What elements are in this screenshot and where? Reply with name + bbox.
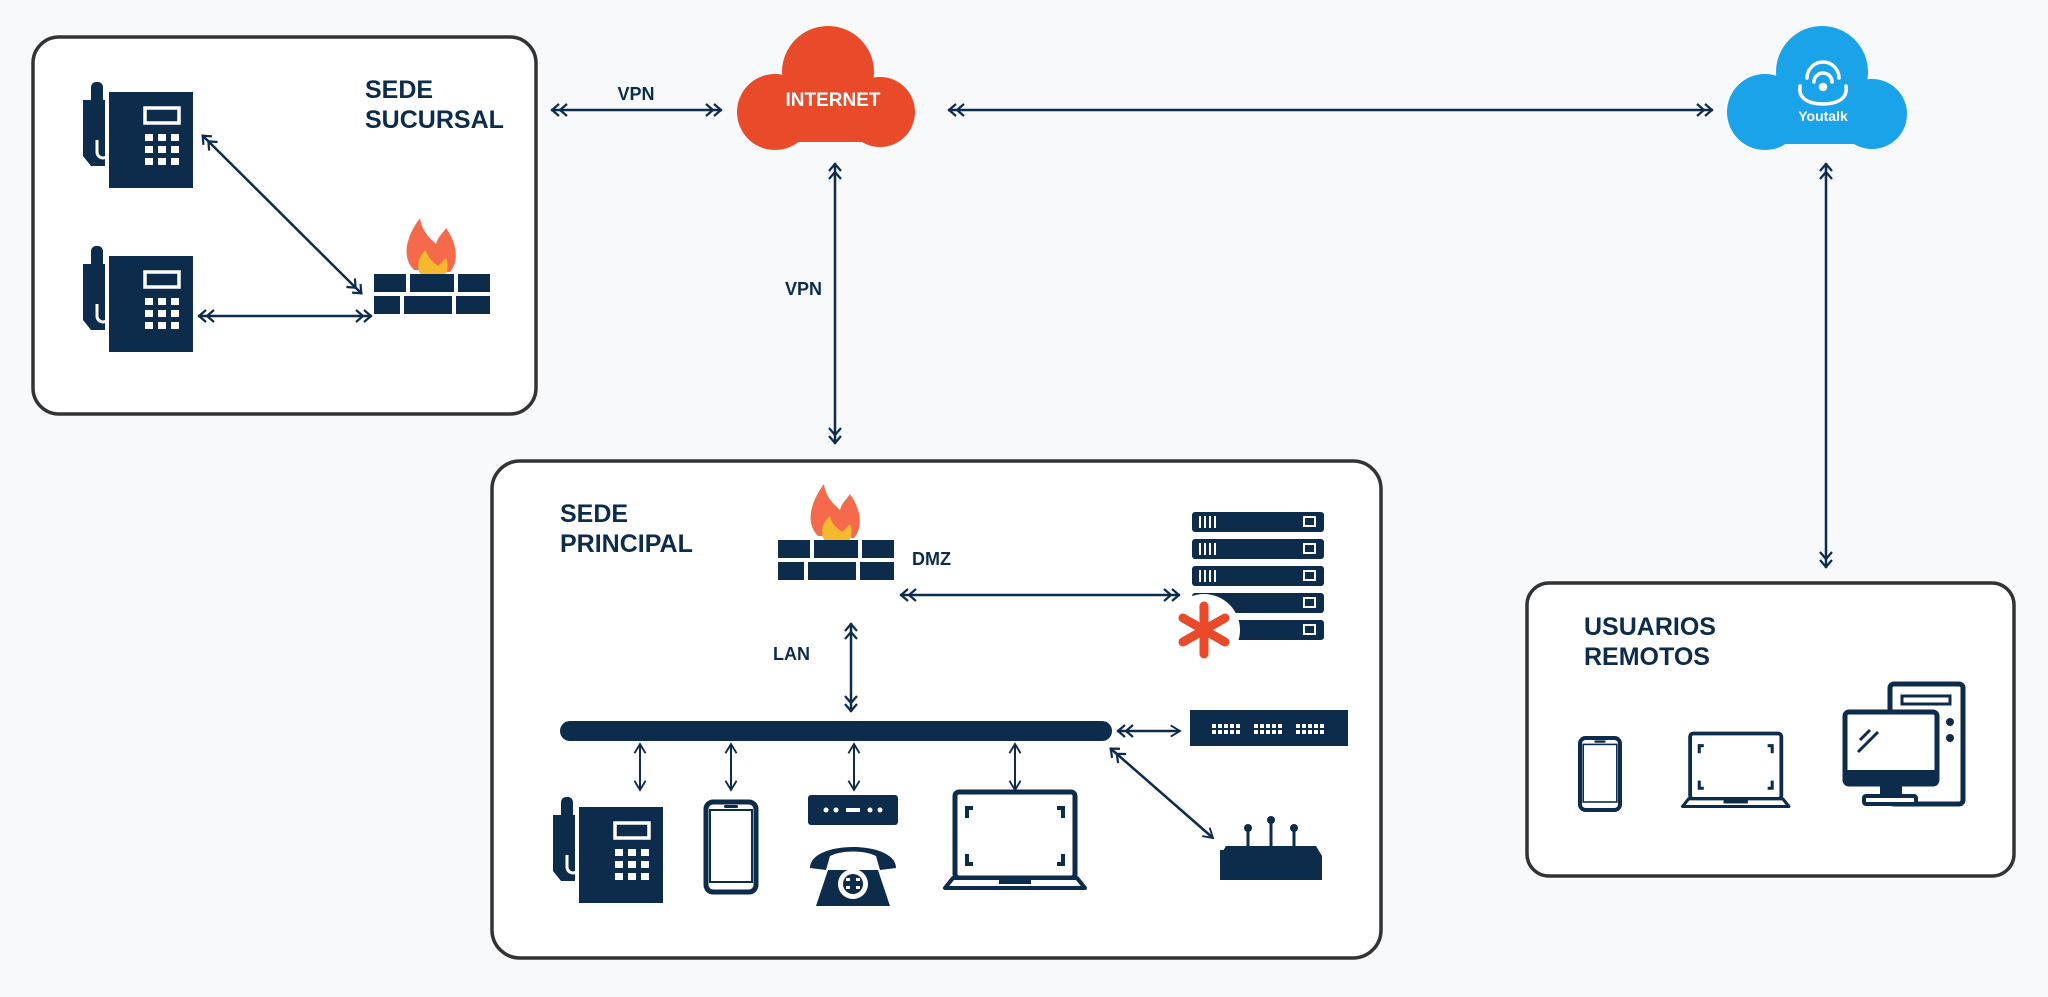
remotos-title-line1: USUARIOS bbox=[1584, 613, 1716, 641]
laptop-icon bbox=[945, 792, 1085, 888]
youtalk-logo-icon bbox=[1798, 60, 1848, 106]
branch-phone-firewall-link bbox=[201, 134, 363, 295]
wifi-ap-link bbox=[1109, 747, 1215, 840]
sucursal-title-line2: SUCURSAL bbox=[365, 106, 504, 134]
desk-telephone-icon bbox=[810, 847, 896, 906]
remotos-title-line2: REMOTOS bbox=[1584, 643, 1710, 671]
wifi-access-point-icon bbox=[1220, 816, 1322, 880]
internet-cloud-label: INTERNET bbox=[786, 90, 881, 111]
smartphone-icon bbox=[706, 802, 756, 892]
youtalk-cloud: Youtalk bbox=[1727, 26, 1907, 150]
youtalk-cloud-label: Youtalk bbox=[1798, 108, 1848, 124]
network-switch-icon bbox=[1190, 710, 1348, 746]
internet-cloud: INTERNET bbox=[737, 26, 915, 150]
site-box-sucursal bbox=[31, 35, 538, 416]
laptop-icon bbox=[1680, 731, 1791, 809]
principal-title-line2: PRINCIPAL bbox=[560, 530, 693, 558]
analog-gateway-icon bbox=[808, 795, 898, 825]
sucursal-title-line1: SEDE bbox=[365, 76, 433, 104]
vpn-branch-label: VPN bbox=[617, 84, 654, 104]
vpn-main-label: VPN bbox=[785, 279, 822, 299]
asterisk-pbx-icon bbox=[1168, 594, 1240, 666]
dmz-label: DMZ bbox=[912, 549, 951, 569]
lan-bus bbox=[560, 721, 1112, 741]
desktop-pc-icon bbox=[1842, 681, 1966, 807]
smartphone-icon bbox=[1580, 738, 1620, 810]
principal-title-line1: SEDE bbox=[560, 500, 628, 528]
lan-label: LAN bbox=[773, 644, 810, 664]
